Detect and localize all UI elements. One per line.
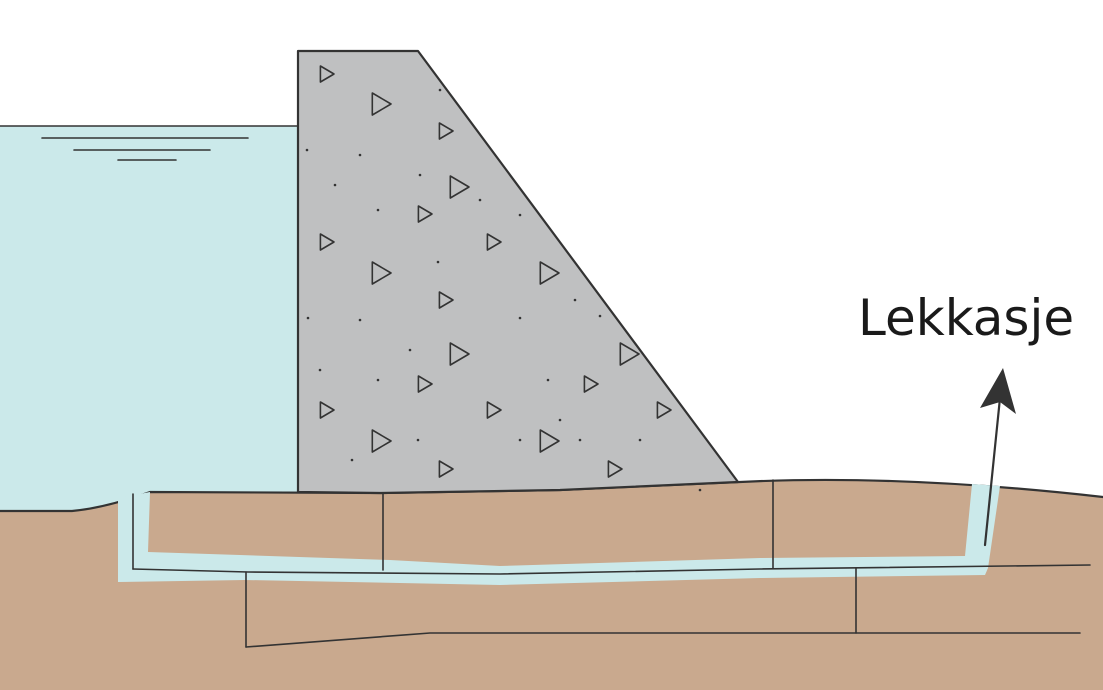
soil-ground [0,479,1103,690]
seepage-path [118,484,1000,585]
ground-surface-line [0,478,1103,513]
water-ripples [41,137,249,161]
reservoir-water [0,126,300,511]
dam-aggregate-texture [305,65,702,492]
concrete-dam [298,51,738,493]
soil-layers [132,479,1091,648]
concrete-dam-outline [296,49,740,495]
arrow-up-icon [980,368,1016,547]
leakage-label: Lekkasje [858,289,1074,347]
